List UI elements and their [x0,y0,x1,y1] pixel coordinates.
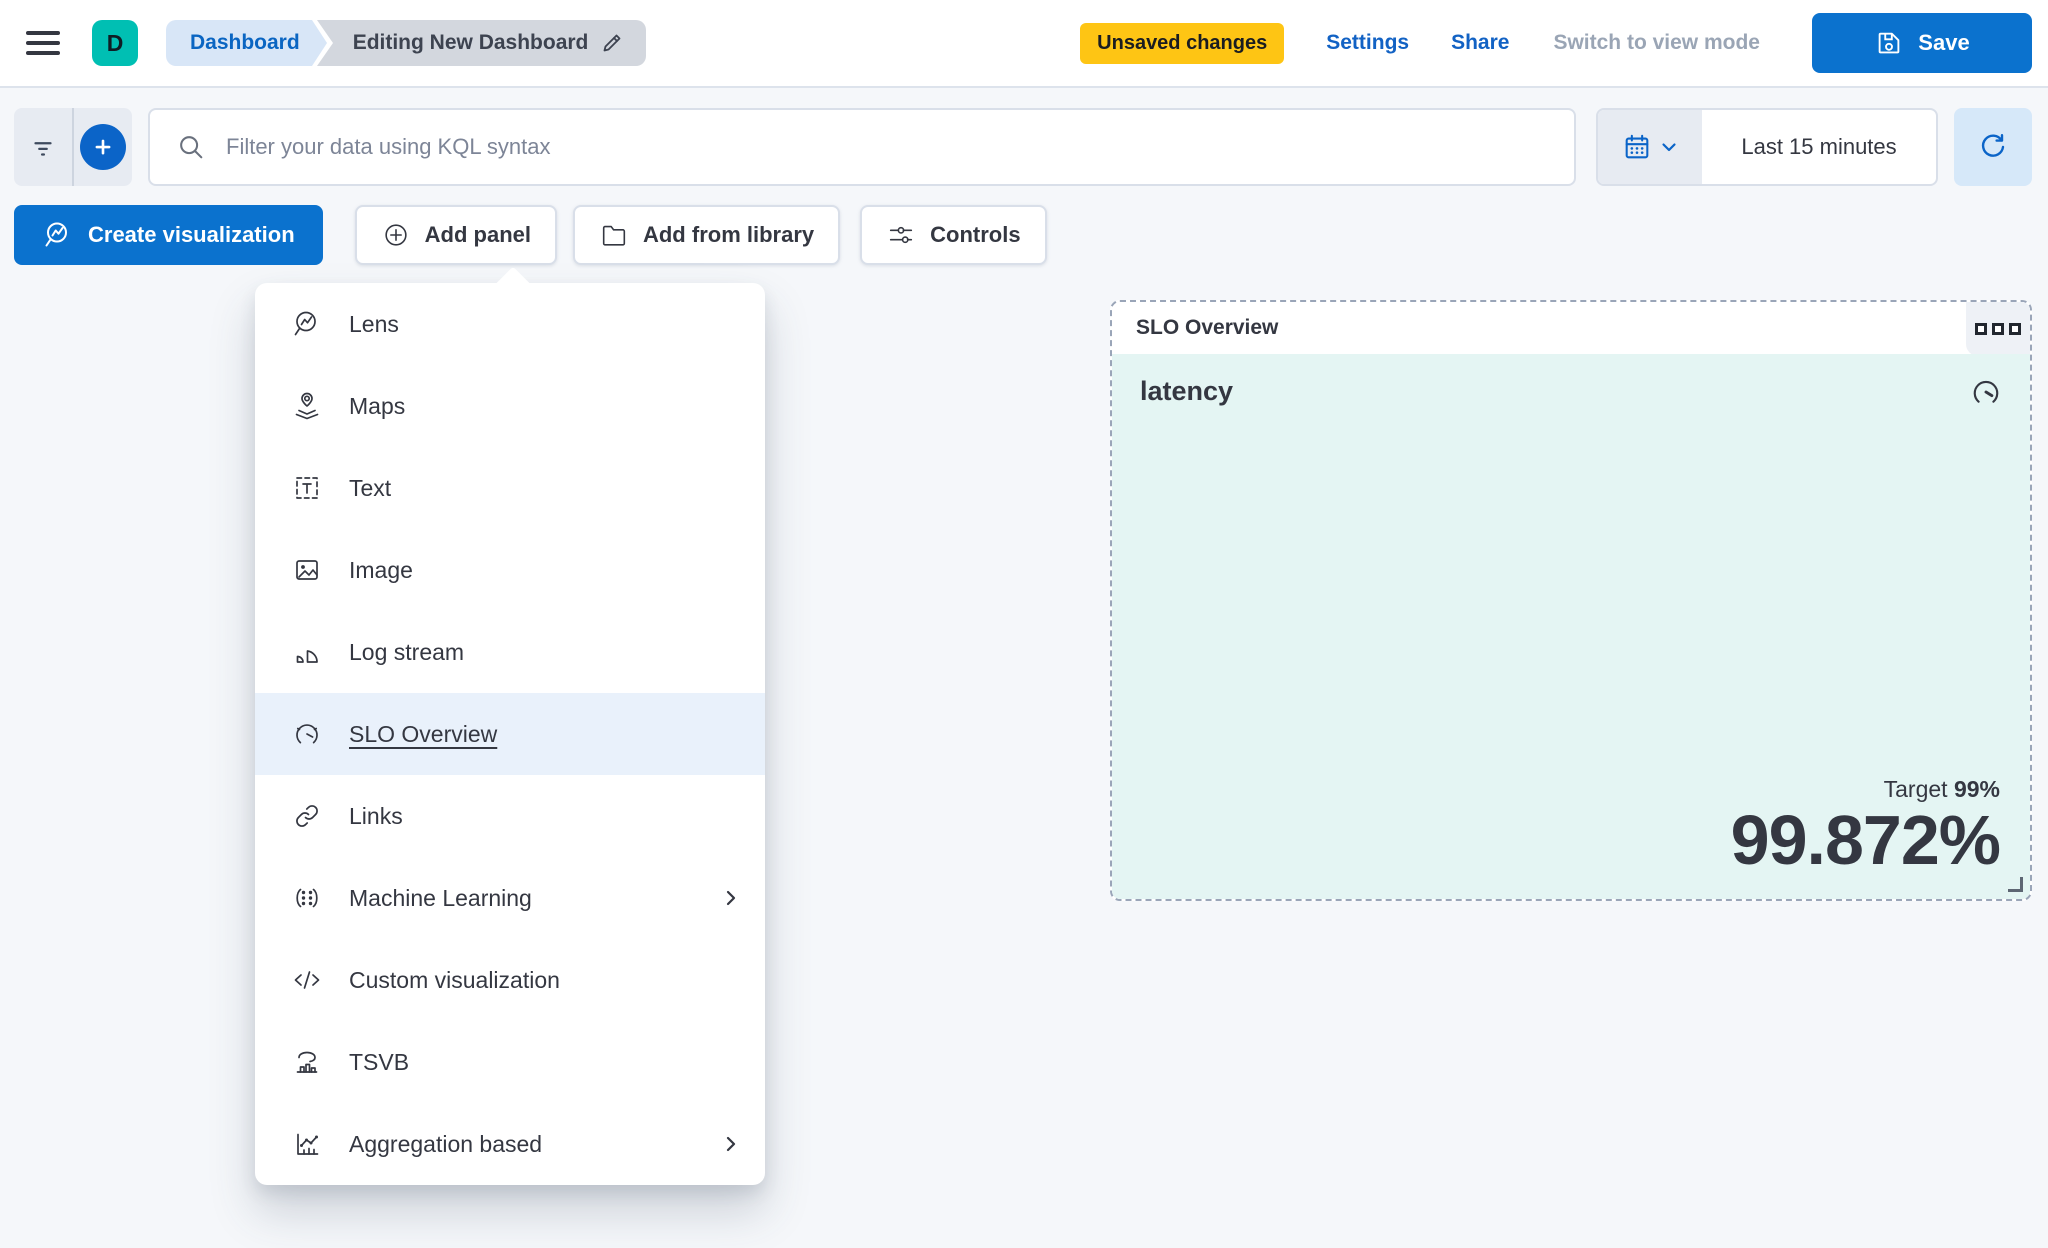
plus-in-circle-icon [385,224,407,246]
menu-item-custom-visualization[interactable]: Custom visualization [255,939,765,1021]
menu-item-maps[interactable]: Maps [255,365,765,447]
log-stream-icon [296,650,318,663]
dashboard-toolbar: Create visualization Add panel Add from … [14,205,1047,265]
breadcrumb: Dashboard Editing New Dashboard [166,20,647,66]
maps-icon [295,392,319,420]
menu-item-aggregation-based[interactable]: Aggregation based [255,1103,765,1185]
create-visualization-button[interactable]: Create visualization [14,205,323,265]
slo-panel-body: latency Target 99% 99.872% [1112,354,2030,899]
code-icon [294,971,320,989]
unsaved-changes-badge: Unsaved changes [1080,22,1285,64]
kql-search-field[interactable] [148,108,1576,186]
menu-item-text[interactable]: Text [255,447,765,529]
submenu-chevron-right-icon [721,888,741,908]
gauge-icon [296,724,318,744]
breadcrumb-dashboard[interactable]: Dashboard [166,20,327,66]
calendar-icon [1625,134,1649,159]
calendar-dropdown-button[interactable] [1598,110,1702,184]
space-avatar[interactable]: D [92,20,138,66]
panel-resize-handle[interactable] [2008,877,2023,892]
save-floppy-icon [1878,32,1900,54]
add-from-library-button[interactable]: Add from library [572,205,841,265]
filter-icon [34,142,52,156]
filter-button[interactable] [14,108,72,186]
slo-target-line: Target 99% [1883,776,2000,803]
add-filter-button[interactable] [74,108,132,186]
menu-item-links[interactable]: Links [255,775,765,857]
top-bar-actions: Unsaved changes Settings Share Switch to… [1080,13,2032,73]
menu-item-machine-learning[interactable]: Machine Learning [255,857,765,939]
gauge-icon [1973,380,1999,403]
panel-title: SLO Overview [1136,316,1279,339]
submenu-chevron-right-icon [721,1134,741,1154]
menu-item-log-stream[interactable]: Log stream [255,611,765,693]
breadcrumb-current-page[interactable]: Editing New Dashboard [316,20,647,66]
breadcrumb-current-label: Editing New Dashboard [352,31,589,54]
tsvb-icon [296,1051,318,1073]
slo-value: 99.872% [1730,801,2001,880]
machine-learning-icon [296,888,318,908]
link-icon [296,805,318,827]
refresh-icon [1981,134,2005,157]
search-icon [180,136,203,159]
menu-item-slo-overview[interactable]: SLO Overview [255,693,765,775]
save-button[interactable]: Save [1812,13,2032,73]
add-panel-menu: Lens Maps Text [255,283,765,1185]
aggregation-icon [297,1133,319,1155]
chevron-down-icon [1662,143,1676,152]
lens-icon [45,222,67,247]
menu-item-image[interactable]: Image [255,529,765,611]
kql-search-input[interactable] [226,134,1548,160]
time-range-picker: Last 15 minutes [1596,108,1938,186]
switch-view-mode-link[interactable]: Switch to view mode [1553,31,1760,54]
slo-overview-panel: SLO Overview latency Target 99% 99.872% [1110,300,2032,901]
lens-icon [294,311,316,336]
panel-options-icon [1975,323,1987,335]
controls-button[interactable]: Controls [860,205,1047,265]
divider [72,108,74,186]
sliders-icon [890,226,913,244]
panel-header: SLO Overview [1112,302,2030,354]
menu-item-lens[interactable]: Lens [255,283,765,365]
folder-icon [602,225,626,246]
query-bar-row: Last 15 minutes [0,108,2048,186]
slo-figures: Target 99% 99.872% [1730,776,2001,880]
menu-item-tsvb[interactable]: TSVB [255,1021,765,1103]
panel-context-menu-button[interactable] [1966,302,2030,356]
add-panel-button[interactable]: Add panel [354,205,557,265]
settings-link[interactable]: Settings [1326,31,1410,54]
top-navigation-bar: D Dashboard Editing New Dashboard Unsave… [0,0,2048,88]
time-range-value[interactable]: Last 15 minutes [1741,134,1897,159]
share-link[interactable]: Share [1451,31,1510,54]
menu-hamburger-icon[interactable] [16,16,70,70]
plus-circle-icon [80,124,126,170]
filter-controls-group [14,108,132,186]
text-icon [296,477,318,499]
refresh-button[interactable] [1954,108,2032,186]
slo-name: latency [1140,376,1234,406]
pencil-icon [603,34,621,52]
image-icon [296,560,318,580]
